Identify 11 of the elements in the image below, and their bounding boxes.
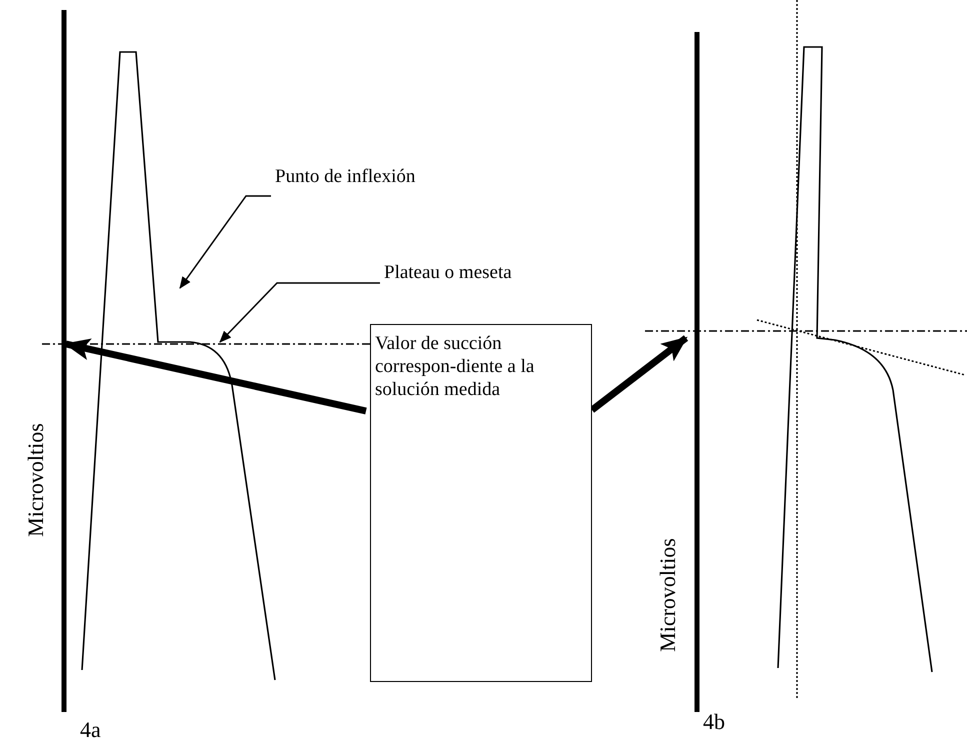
leader-arrow (219, 282, 380, 343)
callout-text: Punto de inflexión (275, 166, 416, 189)
panel-label: 4b (703, 710, 725, 734)
callout-text: Plateau o meseta (384, 262, 512, 285)
text-box (370, 324, 592, 682)
arrow (64, 338, 367, 414)
axis-label: Microvoltios (22, 423, 49, 537)
leader-arrow (179, 195, 271, 289)
box-text: Valor de succión correspon-diente a la solución medida (375, 333, 536, 402)
axis-label: Microvoltios (654, 538, 681, 652)
panel-label: 4a (80, 718, 101, 742)
